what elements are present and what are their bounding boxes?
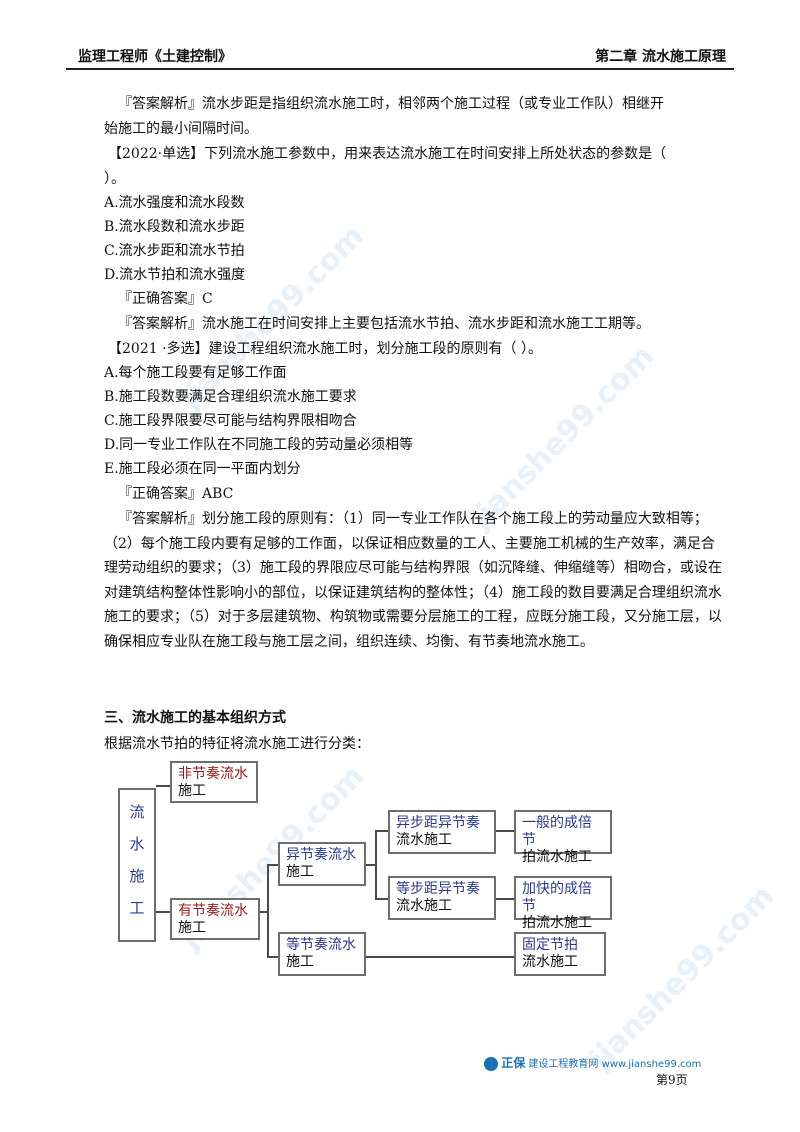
option-d: D.同一专业工作队在不同施工段的劳动量必须相等 [104, 437, 414, 453]
general-multiple-box: 一般的成倍节 拍流水施工 [514, 810, 612, 865]
page-header: 监理工程师《土建控制》 第二章 流水施工原理 [66, 44, 734, 68]
connector [375, 830, 389, 832]
answer-explanation-3: 『答案解析』划分施工段的原则有：（1）同一专业工作队在各个施工段上的劳动量应大致… [104, 511, 722, 650]
general-multiple-label: 一般的成倍节 [522, 815, 592, 848]
correct-answer-2: 『正确答案』ABC [118, 486, 234, 502]
option-a: A.流水强度和流水段数 [104, 195, 245, 211]
connector [267, 956, 279, 958]
unequal-step-label: 异步距异节奏 [396, 815, 480, 831]
option-b: B.流水段数和流水步距 [104, 219, 245, 235]
connector [496, 898, 514, 900]
answer-explanation-2: 『答案解析』流水施工在时间安排上主要包括流水节拍、流水步距和流水施工工期等。 [118, 316, 650, 332]
connector [260, 911, 268, 913]
page-number: 第9页 [656, 1073, 688, 1087]
header-book-title: 监理工程师《土建控制》 [78, 49, 232, 65]
question-2021: 【2021 ·多选】建设工程组织流水施工时，划分施工段的原则有（ ）。 [108, 341, 542, 357]
watermark: jianshe99.com [583, 878, 782, 1077]
header-rule [66, 68, 734, 70]
rhythm-box: 有节奏流水 施工 [170, 898, 260, 940]
unequal-step-box: 异步距异节奏 流水施工 [388, 810, 496, 854]
footer-logo: 正保 建设工程教育网 www.jianshe99.com [484, 1054, 701, 1071]
connector [366, 956, 514, 958]
fixed-beat-box: 固定节拍 流水施工 [514, 932, 606, 976]
connector [156, 911, 170, 913]
different-rhythm-label: 施工 [286, 864, 314, 880]
correct-answer-1: 『正确答案』C [118, 291, 213, 307]
logo-icon [484, 1057, 498, 1071]
header-chapter-title: 第二章 流水施工原理 [595, 49, 726, 65]
non-rhythm-box: 非节奏流水 施工 [170, 761, 258, 803]
equal-rhythm-label: 施工 [286, 954, 314, 970]
different-rhythm-box: 异节奏流水 施工 [278, 842, 366, 886]
equal-step-box: 等步距异节奏 流水施工 [388, 876, 496, 920]
option-c: C.施工段界限要尽可能与结构界限相吻合 [104, 413, 357, 429]
root-char: 流 [129, 803, 145, 821]
fixed-beat-label: 固定节拍 [522, 937, 578, 953]
option-a: A.每个施工段要有足够工作面 [104, 365, 287, 381]
logo-brand: 正保 [501, 1056, 526, 1070]
general-multiple-label: 拍流水施工 [522, 849, 592, 865]
connector [496, 830, 514, 832]
root-char: 施 [129, 867, 145, 885]
logo-text: 建设工程教育网 www.jianshe99.com [528, 1059, 702, 1070]
question-2022-b: ）。 [104, 171, 125, 187]
connector [375, 830, 377, 900]
different-rhythm-label: 异节奏流水 [286, 847, 356, 863]
question-2022-a: 【2022·单选】下列流水施工参数中，用来表达流水施工在时间安排上所处状态的参数… [108, 146, 667, 162]
fixed-beat-label: 流水施工 [522, 954, 578, 970]
non-rhythm-label: 施工 [178, 783, 206, 799]
accelerated-multiple-label: 加快的成倍节 [522, 881, 592, 914]
connector [267, 864, 269, 958]
rhythm-label: 施工 [178, 920, 206, 936]
answer-explanation-1b: 始施工的最小间隔时间。 [104, 121, 258, 137]
option-d: D.流水节拍和流水强度 [104, 267, 246, 283]
option-c: C.流水步距和流水节拍 [104, 243, 245, 259]
section-intro: 根据流水节拍的特征将流水施工进行分类： [104, 736, 370, 752]
connector [366, 864, 376, 866]
connector [375, 898, 389, 900]
equal-step-label: 等步距异节奏 [396, 881, 480, 897]
rhythm-label: 有节奏流水 [178, 903, 248, 919]
accelerated-multiple-box: 加快的成倍节 拍流水施工 [514, 876, 612, 931]
answer-explanation-1a: 『答案解析』流水步距是指组织流水施工时，相邻两个施工过程（或专业工作队）相继开 [118, 96, 664, 112]
connector [267, 864, 279, 866]
equal-step-label: 流水施工 [396, 898, 452, 914]
root-char: 水 [129, 835, 145, 853]
equal-rhythm-box: 等节奏流水 施工 [278, 932, 366, 976]
unequal-step-label: 流水施工 [396, 832, 452, 848]
option-b: B.施工段数要满足合理组织流水施工要求 [104, 389, 357, 405]
connector [156, 785, 170, 787]
section-title: 三、流水施工的基本组织方式 [104, 710, 286, 726]
equal-rhythm-label: 等节奏流水 [286, 937, 356, 953]
root-char: 工 [129, 899, 145, 917]
option-e: E.施工段必须在同一平面内划分 [104, 461, 301, 477]
diagram-root-box: 流 水 施 工 [118, 788, 156, 942]
non-rhythm-label: 非节奏流水 [178, 766, 248, 782]
accelerated-multiple-label: 拍流水施工 [522, 915, 592, 931]
